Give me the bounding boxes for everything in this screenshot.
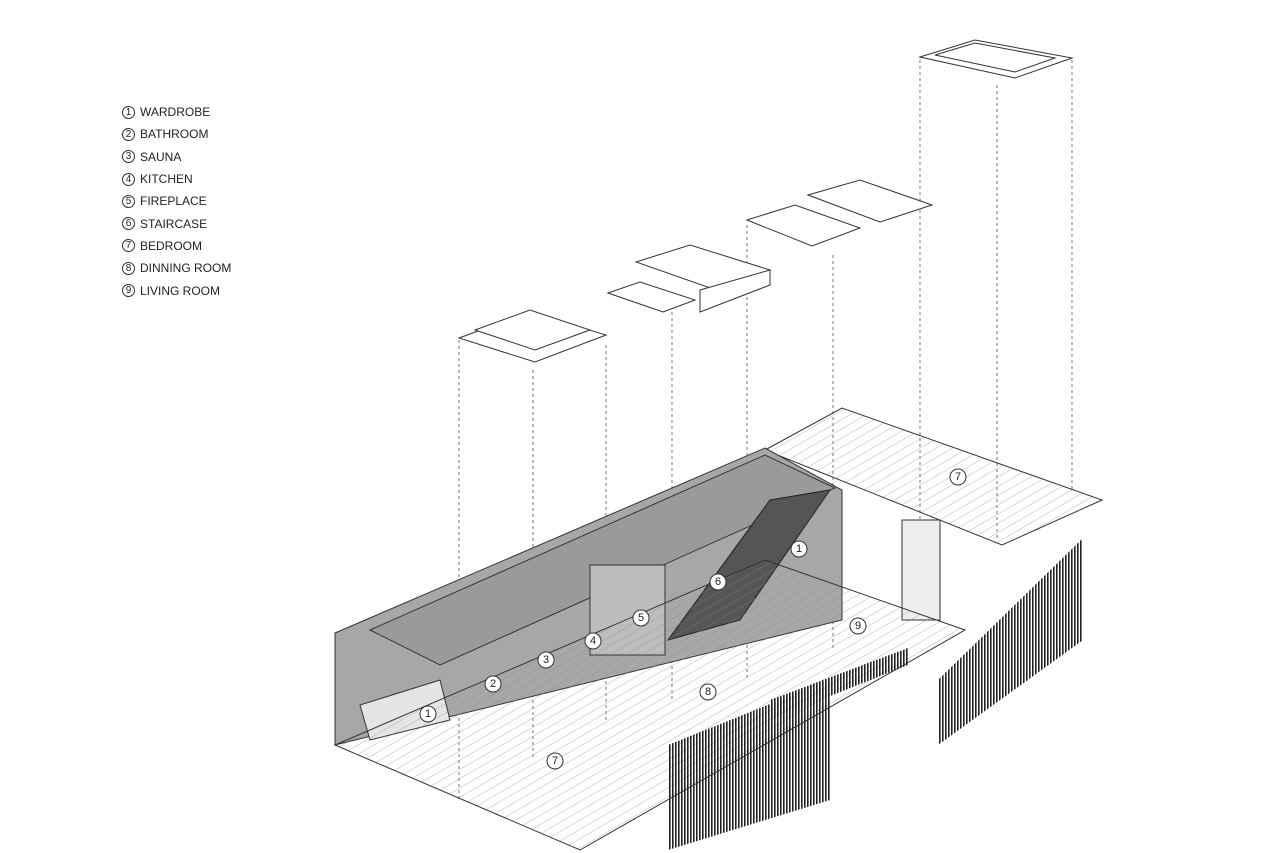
screen-middle	[770, 648, 908, 720]
legend-label: DINNING ROOM	[140, 261, 232, 276]
room-marker-fireplace: 5	[632, 609, 650, 627]
legend-label: LIVING ROOM	[140, 283, 221, 298]
room-marker-bathroom: 2	[484, 675, 502, 693]
svg-text:7: 7	[955, 471, 961, 483]
upper-deck	[763, 407, 1104, 546]
legend-item-wardrobe: 1 WARDROBE	[122, 101, 231, 123]
roof-slab	[368, 454, 837, 666]
legend-number: 4	[122, 172, 135, 186]
floor-deck	[333, 559, 967, 851]
svg-text:5: 5	[638, 612, 644, 624]
legend-label: KITCHEN	[140, 172, 193, 187]
svg-text:7: 7	[552, 755, 558, 767]
svg-text:4: 4	[590, 635, 596, 647]
svg-text:9: 9	[855, 620, 861, 632]
legend-item-dinning-room: 8 DINNING ROOM	[122, 257, 231, 279]
legend-label: BEDROOM	[140, 238, 203, 253]
room-marker-bedroom-lower: 7	[546, 752, 564, 770]
screen-right	[938, 538, 1083, 745]
legend-label: WARDROBE	[140, 105, 211, 120]
room-marker-wardrobe-2: 1	[790, 540, 808, 558]
room-marker-living-room: 9	[849, 617, 867, 635]
svg-text:8: 8	[705, 686, 711, 698]
legend-number: 7	[122, 239, 135, 253]
legend-label: STAIRCASE	[140, 216, 208, 231]
svg-text:2: 2	[490, 678, 496, 690]
room-marker-dinning-room: 8	[699, 683, 717, 701]
legend-label: FIREPLACE	[140, 194, 207, 209]
legend-item-bathroom: 2 BATHROOM	[122, 123, 231, 145]
legend-number: 5	[122, 194, 135, 208]
legend-number: 1	[122, 105, 135, 119]
legend-item-living-room: 9 LIVING ROOM	[122, 279, 231, 301]
screen-front	[668, 680, 830, 850]
legend-item-kitchen: 4 KITCHEN	[122, 168, 231, 190]
legend-number: 3	[122, 150, 135, 164]
room-marker-sauna: 3	[537, 651, 555, 669]
legend-item-sauna: 3 SAUNA	[122, 146, 231, 168]
legend-item-bedroom: 7 BEDROOM	[122, 235, 231, 257]
legend-number: 8	[122, 261, 135, 275]
legend: 1 WARDROBE 2 BATHROOM 3 SAUNA 4 KITCHEN 5 FIR…	[122, 101, 231, 302]
legend-number: 2	[122, 127, 135, 141]
room-marker-staircase: 6	[709, 573, 727, 591]
legend-item-staircase: 6 STAIRCASE	[122, 212, 231, 234]
legend-number: 6	[122, 217, 135, 231]
room-marker-kitchen: 4	[584, 632, 602, 650]
svg-text:1: 1	[796, 543, 802, 555]
glass-door	[901, 519, 941, 621]
legend-label: SAUNA	[140, 149, 182, 164]
svg-text:6: 6	[715, 576, 721, 588]
legend-item-fireplace: 5 FIREPLACE	[122, 190, 231, 212]
svg-text:1: 1	[425, 708, 431, 720]
room-marker-wardrobe: 1	[419, 705, 437, 723]
room-marker-bedroom-upper: 7	[949, 468, 967, 486]
svg-text:3: 3	[543, 654, 549, 666]
roof-modules	[457, 39, 1074, 363]
legend-number: 9	[122, 284, 135, 298]
legend-label: BATHROOM	[140, 127, 209, 142]
